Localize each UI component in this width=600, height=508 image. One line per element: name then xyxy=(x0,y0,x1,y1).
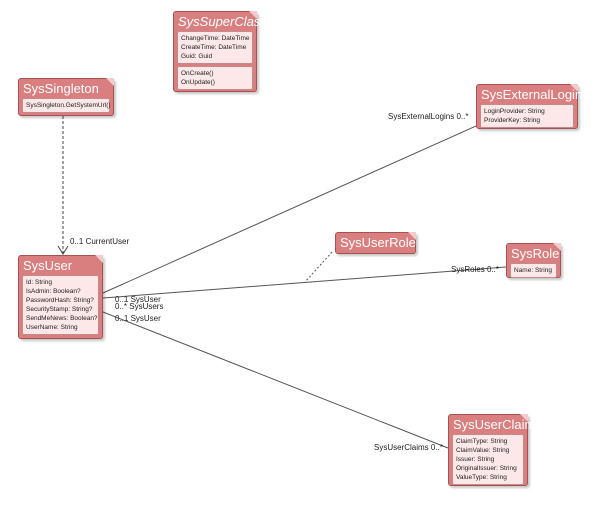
class-sys-user-claim[interactable]: SysUserClaim ClaimType: String ClaimValu… xyxy=(448,414,536,486)
user-claims-line xyxy=(102,311,449,449)
attribute: ValueType: String xyxy=(456,474,507,481)
attributes-compartment: Name: String xyxy=(510,263,557,278)
operations-compartment: OnCreate() OnUpdate() xyxy=(177,66,253,90)
class-sys-external-login[interactable]: SysExternalLogin LoginProvider: String P… xyxy=(476,84,583,129)
attribute: Id: String xyxy=(26,279,53,286)
class-sys-super-class[interactable]: SysSuperClass ChangeTime: DateTime Creat… xyxy=(173,11,267,92)
attribute: ProviderKey: String xyxy=(484,117,540,124)
operation: OnUpdate() xyxy=(181,79,215,86)
label-sys-users: 0..* SysUsers xyxy=(115,302,164,311)
class-name: SysExternalLogin xyxy=(481,87,583,102)
user-role-association-link xyxy=(304,251,333,283)
attribute: Guid: Guid xyxy=(181,53,213,60)
label-current-user: 0..1 CurrentUser xyxy=(70,237,130,246)
class-sys-role[interactable]: SysRole Name: String xyxy=(506,243,561,278)
attribute: ClaimValue: String xyxy=(456,447,510,454)
attribute: ClaimType: String xyxy=(456,438,508,445)
attribute: CreateTime: DateTime xyxy=(181,44,247,51)
attributes-compartment: ChangeTime: DateTime CreateTime: DateTim… xyxy=(177,31,253,64)
attributes-compartment: Id: String IsAdmin: Boolean? PasswordHas… xyxy=(22,275,99,335)
attribute: ChangeTime: DateTime xyxy=(181,35,250,42)
attribute: Issuer: String xyxy=(456,456,495,463)
attribute: Name: String xyxy=(514,267,552,274)
operation: OnCreate() xyxy=(181,70,214,77)
operations-compartment: SysSingleton.GetSystemUrl() xyxy=(22,98,111,113)
attribute: SecurityStamp: String? xyxy=(26,306,93,313)
class-sys-user[interactable]: SysUser Id: String IsAdmin: Boolean? Pas… xyxy=(18,255,103,339)
class-name: SysUserClaim xyxy=(453,417,536,432)
class-name: SysUser xyxy=(23,258,73,273)
class-sys-user-role[interactable]: SysUserRole xyxy=(335,232,416,254)
class-sys-singleton[interactable]: SysSingleton SysSingleton.GetSystemUrl() xyxy=(18,78,114,116)
class-name: SysSingleton xyxy=(23,81,99,96)
label-sys-user-claims: SysUserClaims 0..* xyxy=(374,443,443,452)
operation: SysSingleton.GetSystemUrl() xyxy=(26,102,111,109)
external-logins-line xyxy=(102,125,477,294)
attribute: OriginalIssuer: String xyxy=(456,465,517,472)
dependency-arrowhead xyxy=(57,245,69,255)
attribute: UserName: String xyxy=(26,324,78,331)
roles-line xyxy=(102,266,507,299)
class-name: SysUserRole xyxy=(340,235,416,250)
class-name: SysSuperClass xyxy=(178,14,267,29)
label-sys-external-logins: SysExternalLogins 0..* xyxy=(388,112,469,121)
label-sys-user-a: 0..1 SysUser xyxy=(115,295,161,304)
attributes-compartment: LoginProvider: String ProviderKey: Strin… xyxy=(480,104,574,128)
class-name: SysRole xyxy=(511,246,560,261)
attribute: IsAdmin: Boolean? xyxy=(26,288,81,295)
attribute: LoginProvider: String xyxy=(484,108,545,115)
label-sys-user-b: 0..1 SysUser xyxy=(115,314,161,323)
attribute: SendMeNews: Boolean? xyxy=(26,315,98,322)
attributes-compartment: ClaimType: String ClaimValue: String Iss… xyxy=(452,434,524,485)
label-sys-roles: SysRoles 0..* xyxy=(451,265,500,274)
attribute: PasswordHash: String? xyxy=(26,297,94,304)
